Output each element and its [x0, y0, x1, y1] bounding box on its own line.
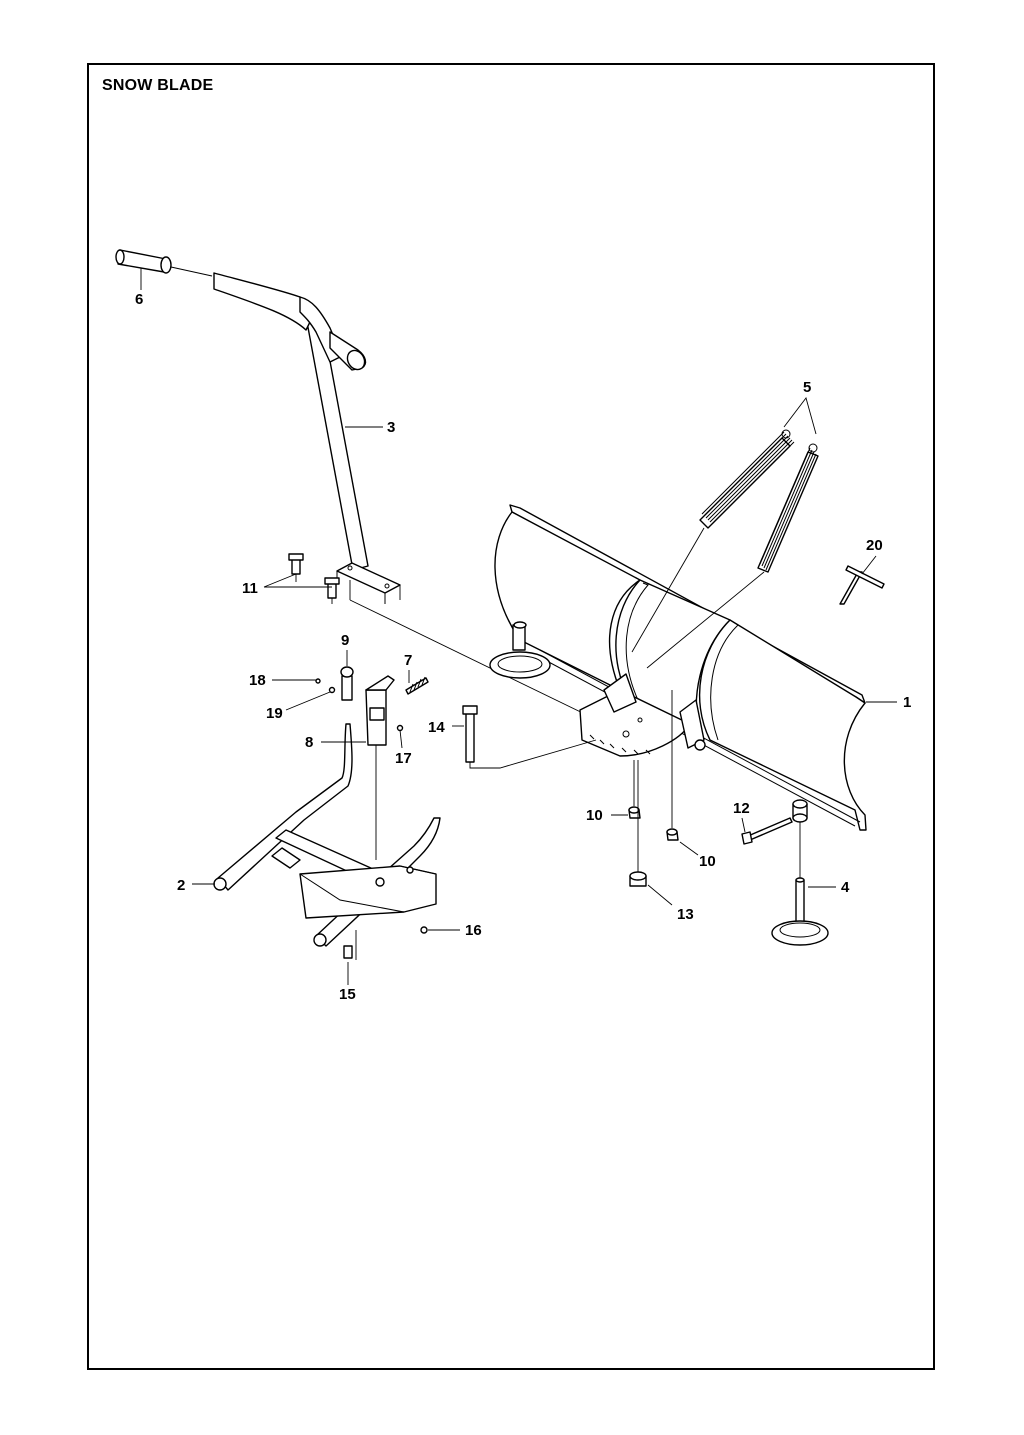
- callout-labels: 1 2 3 4 5 6 7 8 9 10 10 11 12 13 14 15 1…: [135, 291, 911, 1003]
- diagram-title: SNOW BLADE: [102, 77, 214, 94]
- callout-18: 18: [249, 672, 266, 689]
- callout-16: 16: [465, 922, 482, 939]
- fasteners-center: [462, 690, 679, 887]
- callout-14: 14: [428, 719, 445, 736]
- callout-leaders: [140, 268, 897, 985]
- callout-17: 17: [395, 750, 412, 767]
- snow-blade: [489, 504, 867, 831]
- callout-3: 3: [387, 419, 395, 436]
- callout-10b: 10: [699, 853, 716, 870]
- callout-8: 8: [305, 734, 313, 751]
- callout-6: 6: [135, 291, 143, 308]
- callout-1: 1: [903, 694, 911, 711]
- callout-9: 9: [341, 632, 349, 649]
- callout-4: 4: [841, 879, 850, 896]
- callout-15: 15: [339, 986, 356, 1003]
- t-pin: [839, 565, 885, 605]
- mounting-frame: [213, 723, 441, 960]
- callout-7: 7: [404, 652, 412, 669]
- tension-springs: [631, 429, 819, 669]
- hand-grip: [115, 249, 213, 277]
- callout-5: 5: [803, 379, 811, 396]
- callout-13: 13: [677, 906, 694, 923]
- handle-bolts: [288, 553, 340, 604]
- handle-assembly: [213, 272, 401, 604]
- callout-19: 19: [266, 705, 283, 722]
- callout-11: 11: [242, 580, 258, 597]
- callout-20: 20: [866, 537, 883, 554]
- callout-10a: 10: [586, 807, 603, 824]
- diagram-frame: [87, 63, 935, 1370]
- callout-2: 2: [177, 877, 185, 894]
- lock-bracket: [315, 666, 429, 860]
- callout-12: 12: [733, 800, 750, 817]
- right-skid-shoe: [741, 799, 829, 946]
